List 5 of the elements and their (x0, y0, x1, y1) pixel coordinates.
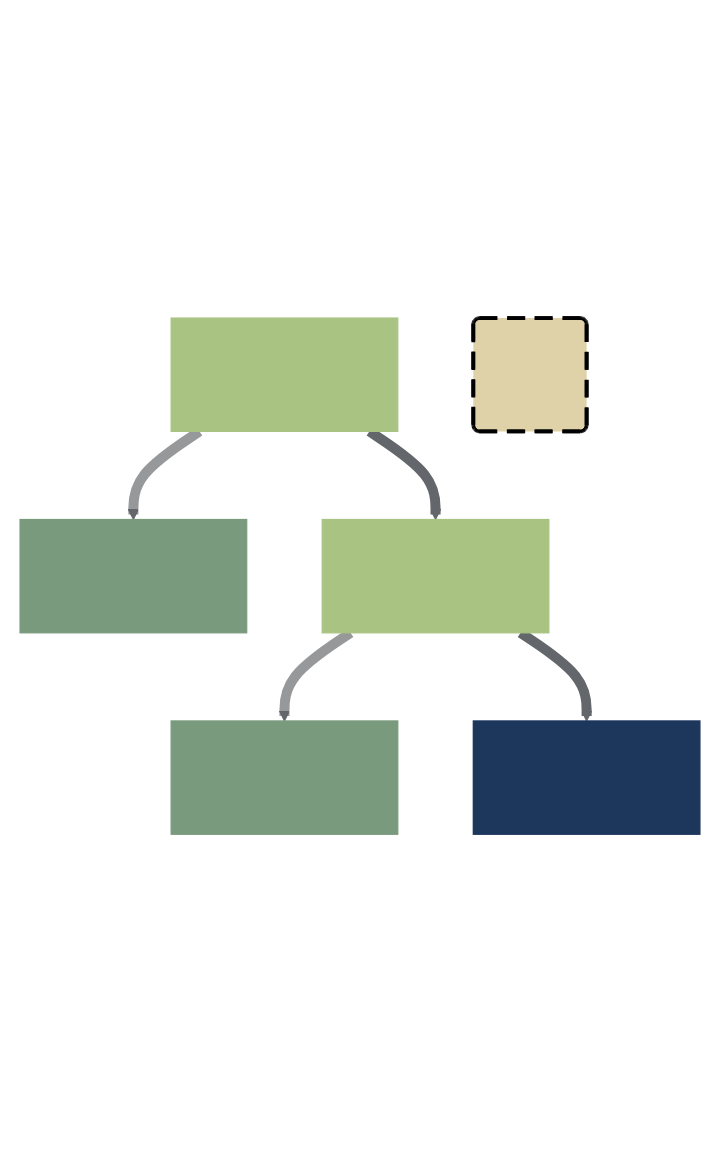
node-box (170, 317, 399, 432)
node-box (19, 518, 248, 634)
node-box (170, 720, 399, 835)
node-box (321, 518, 550, 634)
node-box (472, 720, 701, 835)
